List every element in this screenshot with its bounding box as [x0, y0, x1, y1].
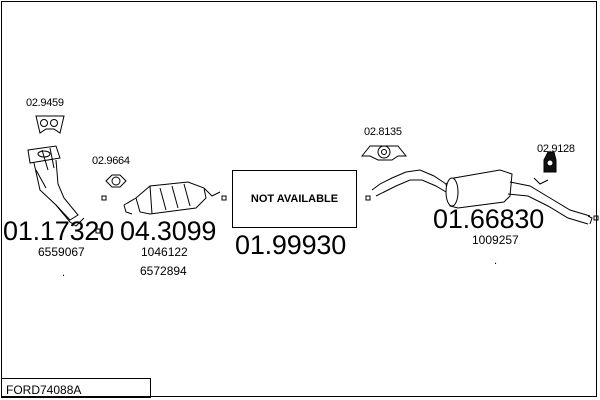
- connector-4-icon: [365, 195, 371, 201]
- hanger-ref-number: 02.9128: [537, 143, 575, 155]
- front-pipe-icon: [27, 145, 85, 227]
- catalytic-converter-icon: [123, 181, 221, 215]
- rear-silencer-oem-number: 1009257: [472, 233, 519, 247]
- connector-1-icon: [95, 228, 101, 234]
- rear-silencer-note: .: [494, 255, 498, 267]
- front-pipe-oem-number: 6559067: [38, 245, 85, 259]
- catalytic-converter-ref-number: 04.3099: [120, 216, 217, 246]
- rear-silencer-icon: [371, 169, 593, 225]
- clamp-ring-icon: [105, 174, 127, 188]
- connector-2-icon: [101, 195, 107, 201]
- not-available-box: NOT AVAILABLE: [232, 170, 357, 228]
- rubber-mount-icon: [360, 145, 408, 161]
- gasket-ref-number: 02.9459: [26, 97, 64, 109]
- clamp-ring-ref-number: 02.9664: [92, 155, 130, 167]
- connector-5-icon: [593, 215, 599, 221]
- center-pipe-ref-number: 01.99930: [235, 230, 347, 260]
- rear-silencer-ref-number: 01.66830: [433, 204, 545, 234]
- manifold-gasket-icon: [35, 115, 65, 134]
- rubber-mount-ref-number: 02.8135: [364, 126, 402, 138]
- hanger-icon: [543, 151, 557, 173]
- connector-3-icon: [221, 195, 227, 201]
- diagram-code-box: FORD74088A: [1, 378, 151, 398]
- front-pipe-ref-number: 01.17320: [3, 216, 115, 246]
- catalytic-converter-oem-number-1: 1046122: [141, 245, 188, 259]
- diagram-code: FORD74088A: [6, 383, 82, 397]
- catalytic-converter-oem-number-2: 6572894: [140, 264, 187, 278]
- front-pipe-note: .: [62, 267, 66, 279]
- not-available-label: NOT AVAILABLE: [250, 193, 339, 205]
